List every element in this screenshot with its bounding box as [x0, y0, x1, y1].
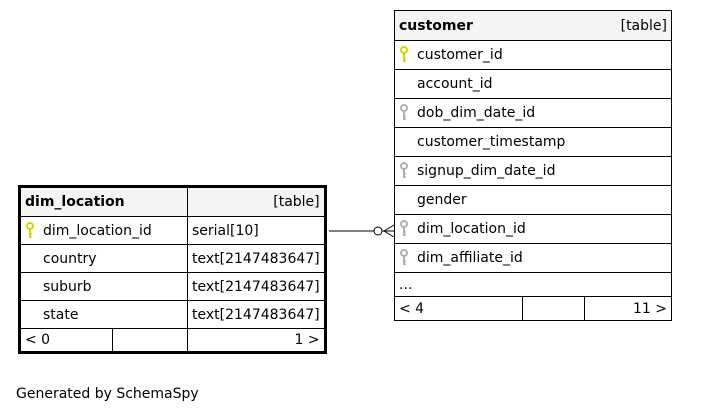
column-cell: suburb: [19, 272, 188, 301]
primary-key-icon: [25, 221, 43, 240]
table-row[interactable]: dim_location_id: [394, 214, 672, 244]
foreign-key-icon: [399, 220, 417, 238]
column-cell: dim_location_id: [394, 214, 672, 244]
column-name: dim_location_id: [43, 222, 152, 239]
column-type: text[2147483647]: [187, 244, 326, 273]
table-row[interactable]: suburb text[2147483647]: [19, 272, 326, 301]
table-row[interactable]: customer_id: [394, 40, 672, 70]
column-type: text[2147483647]: [187, 272, 326, 301]
column-name: customer_id: [417, 47, 503, 63]
header-cell: customer [table]: [394, 10, 672, 41]
parents-count: < 0: [19, 328, 113, 353]
stats-spacer: [111, 328, 189, 353]
foreign-key-icon: [399, 104, 417, 122]
stats-spacer: [522, 296, 585, 321]
header-cell: dim_location: [19, 186, 188, 217]
column-name: gender: [417, 192, 467, 208]
table-name: customer: [399, 17, 473, 34]
table-type: [table]: [620, 17, 667, 34]
table-type: [table]: [187, 186, 326, 217]
children-count: 1 >: [187, 328, 326, 353]
column-name: dim_affiliate_id: [417, 250, 523, 266]
column-cell: customer_id: [394, 40, 672, 70]
column-name: signup_dim_date_id: [417, 163, 556, 179]
table-row[interactable]: dim_affiliate_id: [394, 243, 672, 273]
column-name: customer_timestamp: [417, 134, 566, 150]
foreign-key-icon: [399, 249, 417, 267]
column-cell: gender: [394, 185, 672, 215]
column-name: dim_location_id: [417, 221, 526, 237]
foreign-key-icon: [399, 162, 417, 180]
zero-marker: [373, 226, 383, 236]
primary-key-icon: [399, 46, 417, 64]
column-cell: dim_affiliate_id: [394, 243, 672, 273]
column-name: dob_dim_date_id: [417, 105, 536, 121]
table-row[interactable]: country text[2147483647]: [19, 244, 326, 273]
table-row[interactable]: state text[2147483647]: [19, 300, 326, 329]
table-header: customer [table]: [394, 10, 672, 41]
column-name: suburb: [43, 278, 92, 295]
table-stats-row: < 4 11 >: [394, 296, 672, 321]
table-row[interactable]: customer_timestamp: [394, 127, 672, 157]
column-cell: state: [19, 300, 188, 329]
table-header: dim_location [table]: [19, 186, 326, 217]
table-row[interactable]: gender: [394, 185, 672, 215]
footer-text: Generated by SchemaSpy: [16, 386, 199, 402]
table-row[interactable]: signup_dim_date_id: [394, 156, 672, 186]
column-cell: signup_dim_date_id: [394, 156, 672, 186]
parents-count: < 4: [394, 296, 523, 321]
column-name: account_id: [417, 76, 493, 92]
crow-foot-lower: [383, 230, 395, 238]
column-name: country: [43, 250, 97, 267]
table-stats-row: < 0 1 >: [19, 328, 326, 353]
column-cell: customer_timestamp: [394, 127, 672, 157]
children-count: 11 >: [584, 296, 672, 321]
column-name: state: [43, 306, 79, 323]
table-name: dim_location: [25, 194, 125, 210]
crow-foot-upper: [383, 224, 395, 232]
column-type: text[2147483647]: [187, 300, 326, 329]
